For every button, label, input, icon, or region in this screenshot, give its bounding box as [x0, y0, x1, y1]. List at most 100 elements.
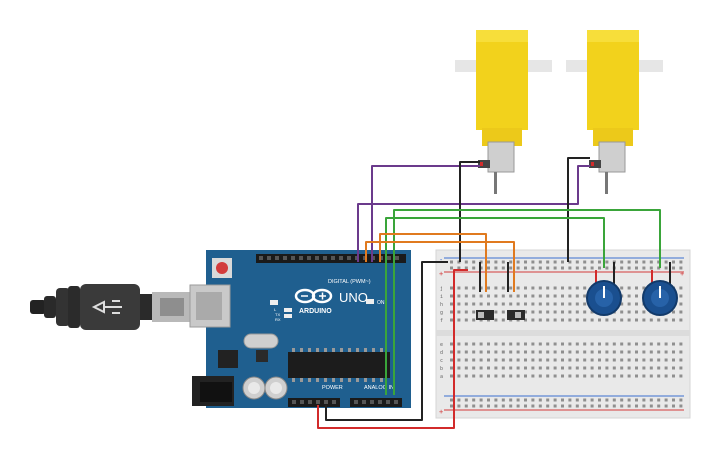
breadboard-hole[interactable] [457, 302, 461, 306]
breadboard-hole[interactable] [464, 398, 468, 402]
breadboard-hole[interactable] [590, 374, 594, 378]
breadboard-hole[interactable] [472, 398, 476, 402]
breadboard-hole[interactable] [627, 310, 631, 314]
breadboard-hole[interactable] [642, 266, 646, 270]
breadboard-hole[interactable] [450, 350, 453, 354]
breadboard-hole[interactable] [487, 302, 490, 306]
breadboard-hole[interactable] [553, 366, 557, 370]
breadboard-hole[interactable] [553, 358, 557, 362]
breadboard-hole[interactable] [679, 366, 683, 370]
breadboard-hole[interactable] [457, 310, 461, 314]
breadboard-hole[interactable] [672, 366, 675, 370]
breadboard-hole[interactable] [479, 342, 483, 346]
breadboard-hole[interactable] [501, 342, 505, 346]
breadboard-hole[interactable] [642, 398, 646, 402]
breadboard-hole[interactable] [598, 358, 601, 362]
breadboard-hole[interactable] [509, 266, 513, 270]
breadboard-hole[interactable] [679, 318, 683, 322]
breadboard-hole[interactable] [472, 260, 476, 264]
breadboard-hole[interactable] [487, 342, 490, 346]
breadboard-hole[interactable] [531, 302, 535, 306]
breadboard-hole[interactable] [531, 342, 535, 346]
breadboard-hole[interactable] [627, 374, 631, 378]
breadboard-hole[interactable] [531, 286, 535, 290]
breadboard-hole[interactable] [509, 342, 513, 346]
breadboard-hole[interactable] [501, 294, 505, 298]
breadboard-hole[interactable] [664, 260, 668, 264]
breadboard-hole[interactable] [450, 286, 453, 290]
breadboard-hole[interactable] [494, 398, 498, 402]
breadboard-hole[interactable] [657, 398, 661, 402]
breadboard-hole[interactable] [679, 350, 683, 354]
breadboard-hole[interactable] [509, 286, 513, 290]
breadboard-hole[interactable] [664, 398, 668, 402]
breadboard-hole[interactable] [553, 350, 557, 354]
breadboard-hole[interactable] [649, 404, 653, 408]
breadboard-hole[interactable] [546, 374, 550, 378]
breadboard-hole[interactable] [450, 318, 453, 322]
breadboard-hole[interactable] [553, 342, 557, 346]
breadboard-hole[interactable] [531, 398, 535, 402]
breadboard-hole[interactable] [487, 294, 490, 298]
breadboard-hole[interactable] [598, 404, 601, 408]
breadboard-hole[interactable] [450, 294, 453, 298]
breadboard-hole[interactable] [598, 398, 601, 402]
breadboard-hole[interactable] [464, 318, 468, 322]
breadboard-hole[interactable] [472, 310, 476, 314]
breadboard-hole[interactable] [457, 286, 461, 290]
breadboard-hole[interactable] [620, 404, 624, 408]
breadboard-hole[interactable] [450, 366, 453, 370]
breadboard-hole[interactable] [657, 350, 661, 354]
breadboard-hole[interactable] [649, 350, 653, 354]
breadboard-hole[interactable] [546, 310, 550, 314]
arduino-uno-board[interactable]: L TX RX ON ARDUINO UNO [189, 250, 411, 408]
breadboard-hole[interactable] [479, 266, 483, 270]
breadboard-hole[interactable] [649, 374, 653, 378]
breadboard-hole[interactable] [568, 374, 572, 378]
breadboard-hole[interactable] [487, 358, 490, 362]
breadboard-hole[interactable] [627, 404, 631, 408]
breadboard-hole[interactable] [672, 350, 675, 354]
breadboard-hole[interactable] [516, 302, 520, 306]
breadboard-hole[interactable] [583, 366, 587, 370]
breadboard-hole[interactable] [664, 374, 668, 378]
breadboard-hole[interactable] [457, 358, 461, 362]
breadboard-hole[interactable] [598, 366, 601, 370]
breadboard-hole[interactable] [538, 374, 542, 378]
breadboard-hole[interactable] [531, 318, 535, 322]
breadboard-hole[interactable] [575, 358, 579, 362]
breadboard-hole[interactable] [531, 266, 535, 270]
breadboard-hole[interactable] [583, 310, 587, 314]
breadboard-hole[interactable] [679, 294, 683, 298]
breadboard-hole[interactable] [509, 398, 513, 402]
breadboard-hole[interactable] [472, 350, 476, 354]
breadboard-holes[interactable] [450, 260, 683, 408]
breadboard-hole[interactable] [642, 342, 646, 346]
dc-motor-1[interactable] [455, 30, 552, 194]
breadboard-hole[interactable] [553, 398, 557, 402]
breadboard-hole[interactable] [598, 342, 601, 346]
breadboard-hole[interactable] [561, 266, 564, 270]
breadboard-hole[interactable] [464, 374, 468, 378]
breadboard-hole[interactable] [457, 350, 461, 354]
slide-switch-1[interactable] [476, 310, 494, 320]
breadboard-hole[interactable] [524, 366, 527, 370]
breadboard-hole[interactable] [590, 404, 594, 408]
breadboard-hole[interactable] [516, 260, 520, 264]
breadboard-hole[interactable] [635, 310, 638, 314]
breadboard-hole[interactable] [635, 374, 638, 378]
breadboard-hole[interactable] [627, 286, 631, 290]
breadboard-hole[interactable] [649, 398, 653, 402]
slide-switch-2[interactable] [507, 310, 525, 320]
breadboard-hole[interactable] [657, 318, 661, 322]
breadboard-hole[interactable] [531, 294, 535, 298]
breadboard-hole[interactable] [679, 398, 683, 402]
breadboard-hole[interactable] [464, 350, 468, 354]
breadboard-hole[interactable] [583, 374, 587, 378]
breadboard-hole[interactable] [627, 260, 631, 264]
breadboard-hole[interactable] [620, 318, 624, 322]
breadboard-hole[interactable] [509, 294, 513, 298]
breadboard-hole[interactable] [612, 374, 616, 378]
breadboard-hole[interactable] [635, 318, 638, 322]
